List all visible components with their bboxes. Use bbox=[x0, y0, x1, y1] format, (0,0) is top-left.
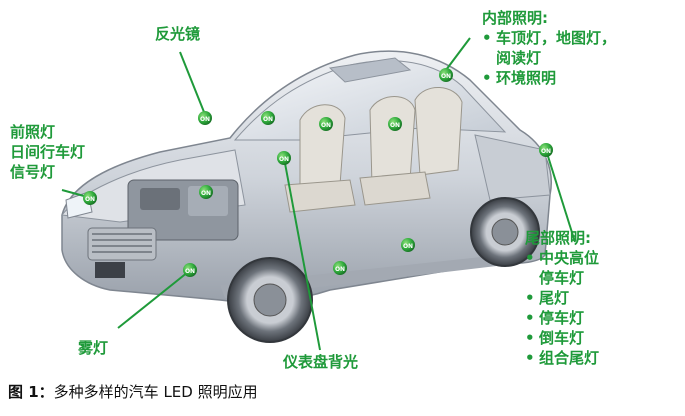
on-marker: ON bbox=[277, 151, 291, 165]
svg-text:ON: ON bbox=[201, 190, 211, 197]
svg-text:ON: ON bbox=[441, 73, 451, 80]
on-marker: ON bbox=[261, 111, 275, 125]
front-lights-label: 前照灯 日间行车灯 信号灯 bbox=[10, 123, 86, 181]
figure-caption: 图 1：多种多样的汽车 LED 照明应用 bbox=[8, 383, 258, 401]
on-marker: ON bbox=[199, 185, 213, 199]
svg-text:ON: ON bbox=[185, 268, 195, 275]
svg-text:ON: ON bbox=[541, 148, 551, 155]
on-marker: ON bbox=[333, 261, 347, 275]
svg-text:ON: ON bbox=[85, 196, 95, 203]
on-marker: ON bbox=[198, 111, 212, 125]
rear-lighting-label: 尾部照明: •中央高位 停车灯 •尾灯 •停车灯 •倒车灯 •组合尾灯 bbox=[525, 229, 600, 367]
svg-text:ON: ON bbox=[200, 116, 210, 123]
car-body bbox=[61, 50, 552, 303]
reflector-label: 反光镜 bbox=[155, 25, 201, 43]
on-marker: ON bbox=[539, 143, 553, 157]
svg-text:ON: ON bbox=[403, 243, 413, 250]
svg-text:ON: ON bbox=[263, 116, 273, 123]
on-marker: ON bbox=[439, 68, 453, 82]
svg-text:ON: ON bbox=[390, 122, 400, 129]
front-wheel bbox=[227, 257, 313, 343]
fog-light-label: 雾灯 bbox=[78, 339, 109, 357]
on-marker: ON bbox=[183, 263, 197, 277]
on-marker: ON bbox=[388, 117, 402, 131]
svg-text:ON: ON bbox=[321, 122, 331, 129]
leader-lines bbox=[61, 37, 576, 351]
on-marker: ON bbox=[83, 191, 97, 205]
on-marker: ON bbox=[401, 238, 415, 252]
rear-wheel bbox=[470, 197, 540, 267]
dashboard-backlight-label: 仪表盘背光 bbox=[283, 353, 359, 371]
svg-text:ON: ON bbox=[335, 266, 345, 273]
on-marker: ON bbox=[319, 117, 333, 131]
svg-text:ON: ON bbox=[279, 156, 289, 163]
interior-lighting-label: 内部照明: •车顶灯，地图灯， 阅读灯 •环境照明 bbox=[482, 9, 617, 87]
